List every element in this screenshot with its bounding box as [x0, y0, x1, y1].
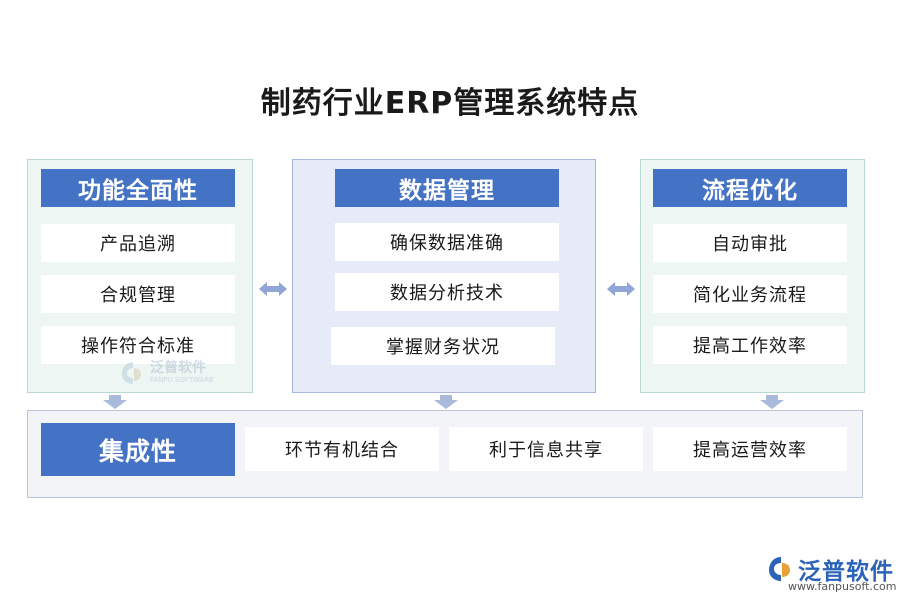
item-integration-combination: 环节有机结合 — [245, 427, 439, 471]
item-work-efficiency: 提高工作效率 — [653, 326, 847, 364]
header-functionality: 功能全面性 — [41, 169, 235, 207]
watermark-en: FANPU SOFTWARE — [150, 375, 214, 384]
header-integration: 集成性 — [41, 423, 235, 476]
item-integration-efficiency: 提高运营效率 — [653, 427, 847, 471]
fanpu-logo-icon — [769, 557, 790, 581]
diagram-title: 制药行业ERP管理系统特点 — [260, 86, 640, 121]
item-data-analysis: 数据分析技术 — [335, 273, 559, 311]
bidirectional-arrow-icon — [259, 282, 287, 296]
watermark-cn: 泛普软件 — [150, 360, 206, 377]
item-compliance: 合规管理 — [41, 275, 235, 313]
item-standard-operation: 操作符合标准 — [41, 326, 235, 364]
item-product-tracing: 产品追溯 — [41, 224, 235, 262]
item-integration-sharing: 利于信息共享 — [449, 427, 643, 471]
down-arrow-icon — [760, 395, 784, 409]
header-process-optimization: 流程优化 — [653, 169, 847, 207]
down-arrow-icon — [434, 395, 458, 409]
watermark: 泛普软件 FANPU SOFTWARE — [120, 360, 214, 386]
down-arrow-icon — [103, 395, 127, 409]
item-data-accuracy: 确保数据准确 — [335, 223, 559, 261]
item-auto-approval: 自动审批 — [653, 224, 847, 262]
brand-name: 泛普软件 — [798, 559, 894, 585]
item-simplify-process: 简化业务流程 — [653, 275, 847, 313]
header-data-management: 数据管理 — [335, 169, 559, 207]
fanpu-logo-icon — [122, 362, 141, 384]
bidirectional-arrow-icon — [607, 282, 635, 296]
item-financial-status: 掌握财务状况 — [331, 327, 555, 365]
brand-logo: 泛普软件 — [768, 552, 894, 586]
brand-url: www.fanpusoft.com — [788, 580, 897, 593]
